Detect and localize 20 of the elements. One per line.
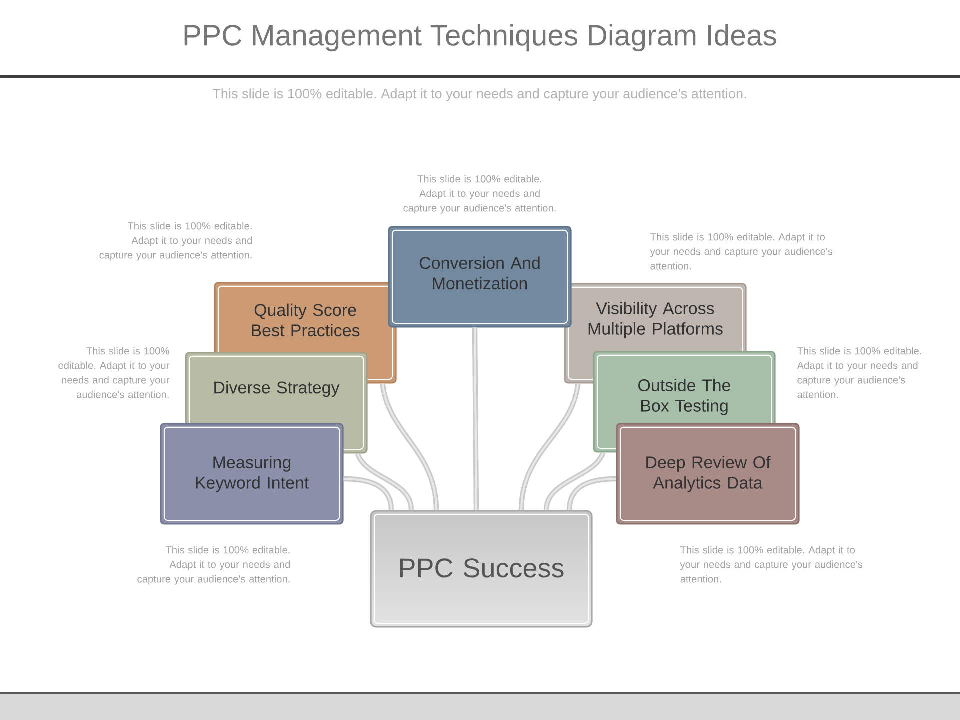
callout-text: This slide is 100% editable. Adapt it to your needs and capture your audience's attention.	[100, 222, 252, 261]
topic-box: Conversion And Monetization	[388, 226, 572, 328]
callout-text: This slide is 100% editable. Adapt it to your needs and capture your audience's attention.	[797, 347, 922, 398]
topic-box: Measuring Keyword Intent	[160, 423, 344, 525]
callout-text: This slide is 100% editable. Adapt it to your needs and capture your audience's attention.	[680, 546, 863, 583]
connector-line	[344, 476, 394, 510]
connector-line	[518, 383, 581, 510]
subtitle: This slide is 100% editable. Adapt it to your needs and capture your audience's attention.	[212, 88, 746, 102]
topic-box: Deep Review Of Analytics Data	[616, 423, 800, 525]
connector-line	[380, 383, 440, 510]
connector-line	[566, 476, 616, 510]
callout-text: This slide is 100% editable. Adapt it to your needs and capture your audience's attention.	[138, 546, 290, 585]
connector-line	[472, 328, 480, 510]
callout-text: This slide is 100% editable. Adapt it to your needs and capture your audience's attention.	[404, 175, 556, 214]
connector-line	[544, 452, 606, 511]
connector-line	[355, 452, 414, 511]
title: PPC Management Techniques Diagram Ideas	[184, 24, 776, 52]
callout-text: This slide is 100% editable. Adapt it to your needs and capture your audience's attention.	[58, 347, 170, 398]
goal-box: PPC Success	[370, 510, 593, 628]
callout-text: This slide is 100% editable. Adapt it to your needs and capture your audience's attention.	[650, 233, 833, 270]
